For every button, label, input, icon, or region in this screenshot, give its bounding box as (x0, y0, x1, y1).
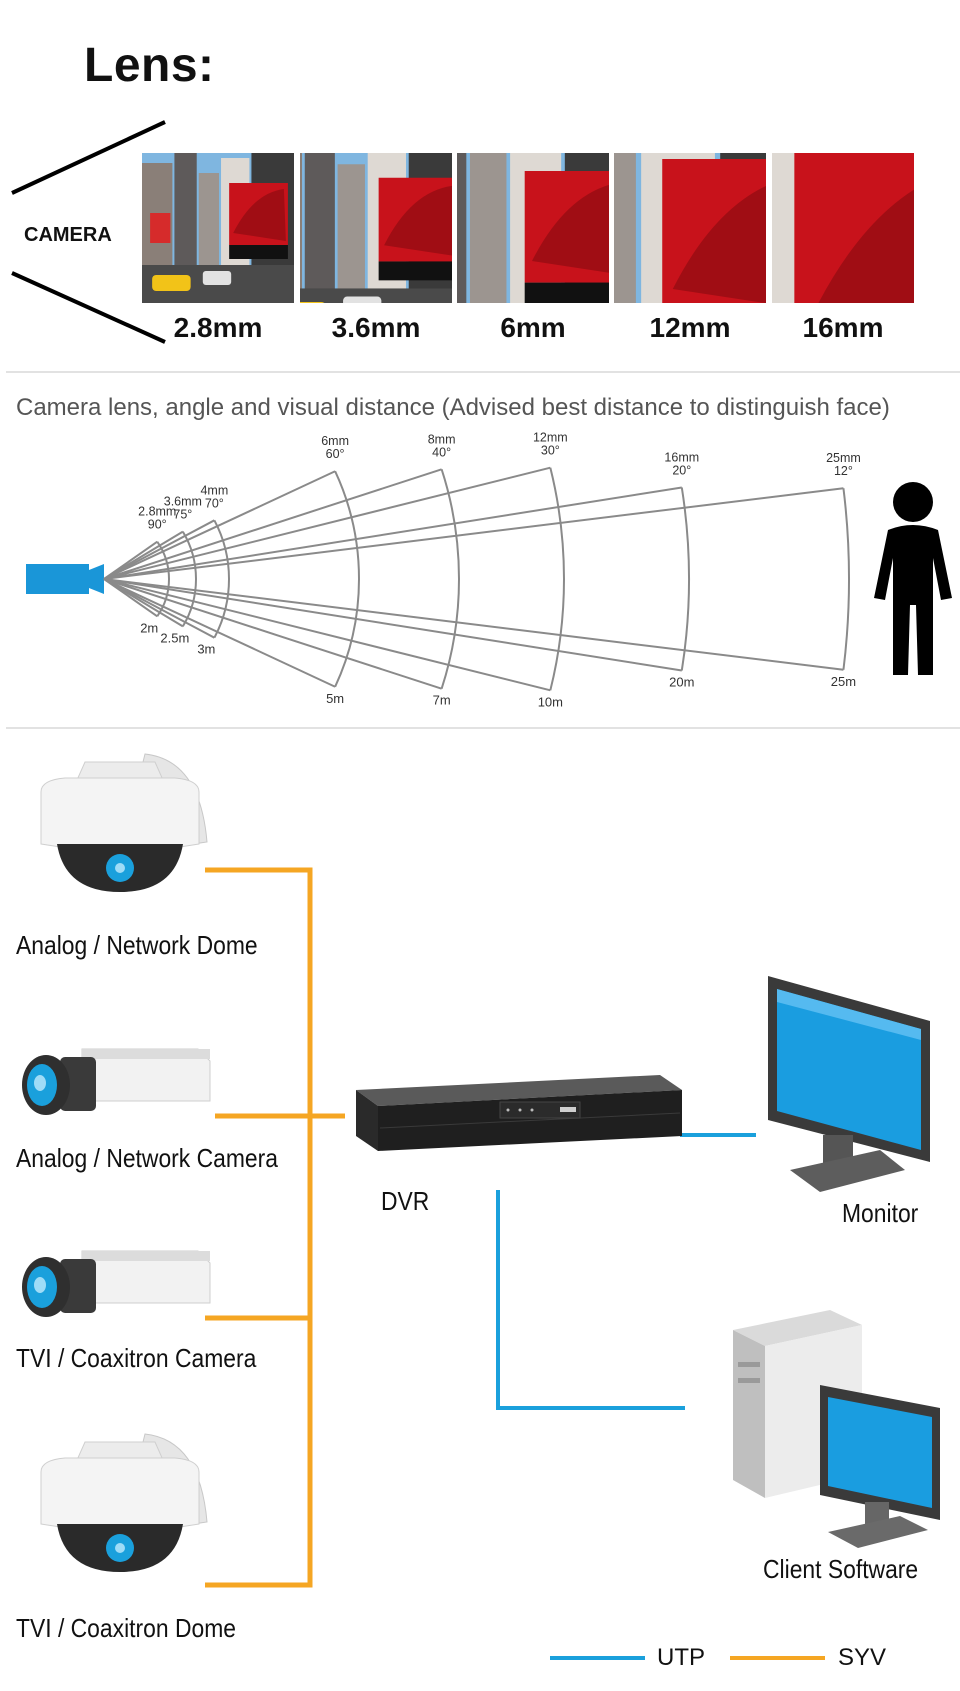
fov-arc (680, 487, 691, 671)
legend-label-syv: SYV (838, 1644, 887, 1671)
camera-lens-icon (89, 564, 104, 594)
fov-focal-label: 8mm (428, 432, 456, 446)
fov-edge-upper (103, 470, 336, 580)
fov-distance-label: 20m (669, 675, 694, 690)
fov-focal-label: 25mm (826, 451, 861, 465)
topology-diagram (22, 753, 940, 1660)
lens-focal-label: 2.8mm (173, 312, 263, 343)
fov-distance-label: 3m (197, 642, 215, 657)
dome-camera-icon (40, 1433, 208, 1572)
fov-distance-label: 5m (326, 691, 344, 706)
tvi-coaxitron-camera-label: TVI / Coaxitron Camera (16, 1343, 257, 1373)
section-divider (6, 371, 960, 373)
monitor-icon (768, 976, 930, 1192)
fov-edge-upper (103, 486, 682, 580)
fov-edge-upper (103, 466, 551, 580)
box-camera-icon (22, 1048, 211, 1115)
syv-cables (205, 867, 345, 1588)
fov-angle-label: 12° (834, 464, 853, 478)
section-divider (6, 727, 960, 729)
analog-network-camera-label: Analog / Network Camera (16, 1143, 278, 1173)
tvi-coaxitron-dome-label: TVI / Coaxitron Dome (16, 1613, 236, 1643)
legend-label-utp: UTP (657, 1644, 705, 1671)
fov-edge-upper (103, 519, 215, 580)
fov-edge-upper (103, 487, 844, 580)
lens-section-title: Lens: (84, 39, 215, 92)
fov-arc (842, 488, 850, 670)
lens-focal-label: 12mm (649, 312, 731, 343)
camera-label: CAMERA (24, 224, 112, 246)
fov-edge-lower (103, 578, 215, 639)
fov-arc (182, 531, 197, 627)
fov-focal-label: 12mm (533, 431, 568, 445)
fov-distance-label: 7m (433, 693, 451, 708)
fov-edge-upper (103, 468, 442, 580)
lens-sample-photo (614, 153, 766, 303)
fov-arc (334, 470, 360, 688)
lens-sample-photo (772, 153, 914, 303)
lens-focal-label: 6mm (500, 312, 566, 343)
camera-body-icon (26, 564, 89, 594)
lens-sample-photo (142, 153, 294, 303)
fov-arc (213, 519, 230, 639)
fov-edge-lower (103, 578, 551, 692)
fov-angle-label: 90° (148, 518, 167, 532)
fov-angle-label: 70° (205, 496, 224, 510)
fov-distance-label: 2m (140, 620, 158, 635)
fov-arc (440, 468, 460, 690)
fov-edge-lower (103, 578, 442, 690)
person-icon (874, 482, 952, 675)
lens-focal-label: 3.6mm (331, 312, 421, 343)
fov-edge-lower (103, 578, 336, 688)
fov-angle-label: 20° (672, 463, 691, 477)
camera-view-cone (11, 120, 166, 344)
fov-angle-label: 30° (541, 444, 560, 458)
fov-angle-label: 40° (432, 445, 451, 459)
lens-focal-label: 16mm (802, 312, 884, 343)
dvr-label: DVR (381, 1186, 430, 1216)
fov-focal-label: 4mm (200, 483, 228, 497)
fov-focal-label: 2.8mm (138, 505, 176, 519)
fov-edge-lower (103, 578, 844, 671)
fov-edge-lower (103, 578, 682, 672)
dvr-icon (356, 1075, 682, 1151)
monitor-label: Monitor (842, 1198, 919, 1228)
fov-focal-label: 3.6mm (164, 495, 202, 509)
utp-cables (496, 1133, 756, 1410)
lens-sample-photo (300, 153, 452, 303)
analog-network-dome-label: Analog / Network Dome (16, 930, 258, 960)
fov-distance-label: 2.5m (160, 630, 189, 645)
client-software-label: Client Software (763, 1554, 919, 1584)
fov-distance-label: 25m (831, 674, 856, 689)
fov-angle-label: 75° (173, 508, 192, 522)
fov-focal-label: 16mm (664, 450, 699, 464)
fov-section-title: Camera lens, angle and visual distance (… (16, 394, 890, 421)
computer-icon (733, 1310, 940, 1548)
fov-arc (549, 467, 565, 691)
dome-camera-icon (40, 753, 208, 892)
cone-upper-line (11, 120, 166, 195)
lens-sample-photo (457, 153, 609, 303)
box-camera-icon (22, 1250, 211, 1317)
fov-angle-label: 60° (326, 447, 345, 461)
fov-distance-label: 10m (538, 694, 563, 709)
fov-focal-label: 6mm (321, 434, 349, 448)
cone-lower-line (11, 271, 166, 344)
